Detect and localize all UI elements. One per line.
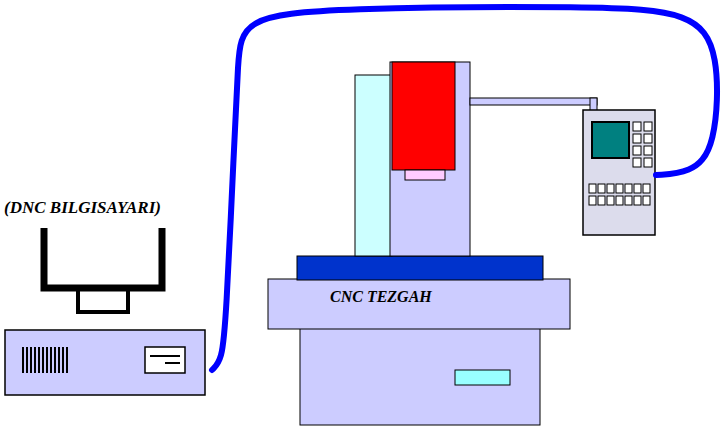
panel-button — [634, 196, 641, 205]
machine-base-lower — [300, 328, 540, 425]
cable — [212, 7, 717, 370]
panel-screen — [592, 122, 629, 158]
panel-button — [644, 146, 652, 155]
panel-buttons — [589, 122, 652, 205]
panel-button — [607, 184, 614, 193]
panel-button — [633, 122, 641, 131]
vent-bar — [50, 347, 52, 373]
column-panel — [355, 75, 392, 256]
panel-button — [644, 134, 652, 143]
panel-button — [633, 134, 641, 143]
machine-base-upper — [268, 279, 570, 329]
panel-arm — [470, 98, 597, 105]
case-vents — [22, 347, 68, 373]
spindle-tool — [405, 170, 445, 180]
vent-bar — [34, 347, 36, 373]
panel-button — [633, 146, 641, 155]
panel-button — [643, 184, 650, 193]
vent-bar — [46, 347, 48, 373]
vent-bar — [30, 347, 32, 373]
panel-button — [633, 158, 641, 167]
drive-slot — [150, 355, 180, 357]
vent-bar — [66, 347, 68, 373]
machine-node: CNC TEZGAH — [268, 60, 656, 428]
panel-button — [598, 196, 605, 205]
drive-bay — [145, 347, 185, 373]
monitor — [44, 228, 162, 288]
vent-bar — [54, 347, 56, 373]
monitor-stand — [78, 288, 128, 312]
machine-column — [390, 62, 470, 256]
vent-bar — [38, 347, 40, 373]
panel-button — [625, 196, 632, 205]
panel-button — [644, 122, 652, 131]
panel-arm — [590, 98, 597, 111]
drive-slot — [165, 362, 180, 364]
panel-button — [616, 184, 623, 193]
base-window — [455, 370, 510, 385]
computer-case — [5, 330, 205, 395]
spindle-head — [392, 62, 455, 170]
vent-bar — [26, 347, 28, 373]
vent-bar — [22, 347, 24, 373]
panel-button — [634, 184, 641, 193]
vent-bar — [62, 347, 64, 373]
panel-button — [616, 196, 623, 205]
vent-bar — [42, 347, 44, 373]
panel-button — [644, 158, 652, 167]
control-panel — [583, 110, 655, 235]
computer-node: (DNC BILGISAYARI) — [0, 196, 212, 398]
machine-table — [297, 256, 543, 280]
vent-bar — [58, 347, 60, 373]
panel-button — [625, 184, 632, 193]
machine-label: CNC TEZGAH — [330, 288, 432, 306]
panel-button — [643, 196, 650, 205]
panel-button — [607, 196, 614, 205]
panel-button — [589, 196, 596, 205]
panel-button — [598, 184, 605, 193]
panel-button — [589, 184, 596, 193]
computer-label: (DNC BILGISAYARI) — [4, 199, 161, 218]
